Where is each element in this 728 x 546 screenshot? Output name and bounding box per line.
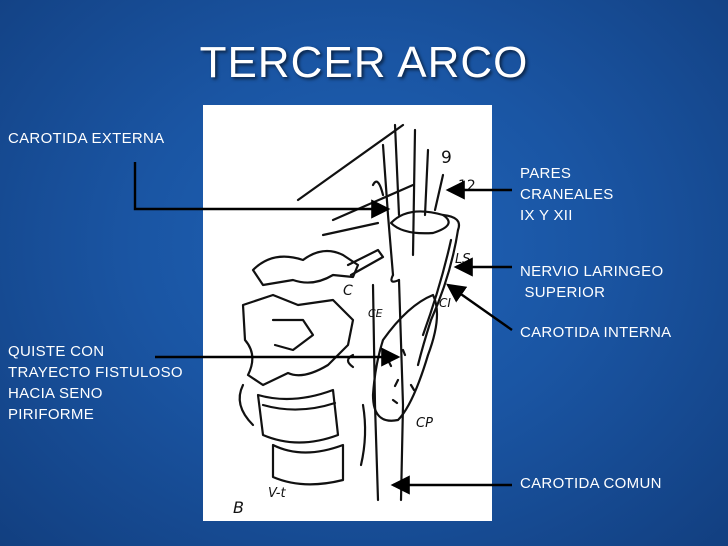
mark-b: B (233, 498, 244, 517)
pointer-carotida-externa (133, 162, 391, 219)
hyoid-bone (251, 249, 360, 287)
mark-c: C (343, 283, 353, 299)
common-carotid-left (371, 283, 380, 502)
mark-cp: CP (416, 416, 433, 431)
trachea (271, 443, 345, 486)
mark-ce: CE (368, 307, 383, 320)
cyst-shape (371, 293, 439, 422)
mark-9: 9 (441, 148, 452, 168)
thyroid-cartilage (241, 293, 355, 387)
label-quiste: QUISTE CON TRAYECTO FISTULOSO HACIA SENO… (8, 343, 183, 423)
label-carotida-comun: CAROTIDA COMUN (520, 475, 662, 492)
label-nervio-laringeo: NERVIO LARINGEO SUPERIOR (520, 263, 664, 301)
common-carotid-right (397, 278, 405, 502)
anatomy-drawing-panel: 9 12 LS C CE CI CP B V-t (203, 105, 492, 521)
laryngeal-nerve (416, 228, 460, 367)
cricoid-ring (256, 388, 340, 444)
label-pares-craneales: PARES CRANEALES IX Y XII (520, 165, 614, 224)
mark-v: V-t (268, 486, 286, 501)
mandible-line (296, 123, 405, 202)
nerve-loop (389, 210, 450, 235)
pointer-carotida-interna (446, 283, 513, 331)
label-carotida-interna: CAROTIDA INTERNA (520, 324, 672, 341)
label-carotida-externa: CAROTIDA EXTERNA (8, 130, 165, 147)
vessel-upper-right (411, 128, 417, 257)
slide-title: TERCER ARCO (199, 38, 529, 87)
